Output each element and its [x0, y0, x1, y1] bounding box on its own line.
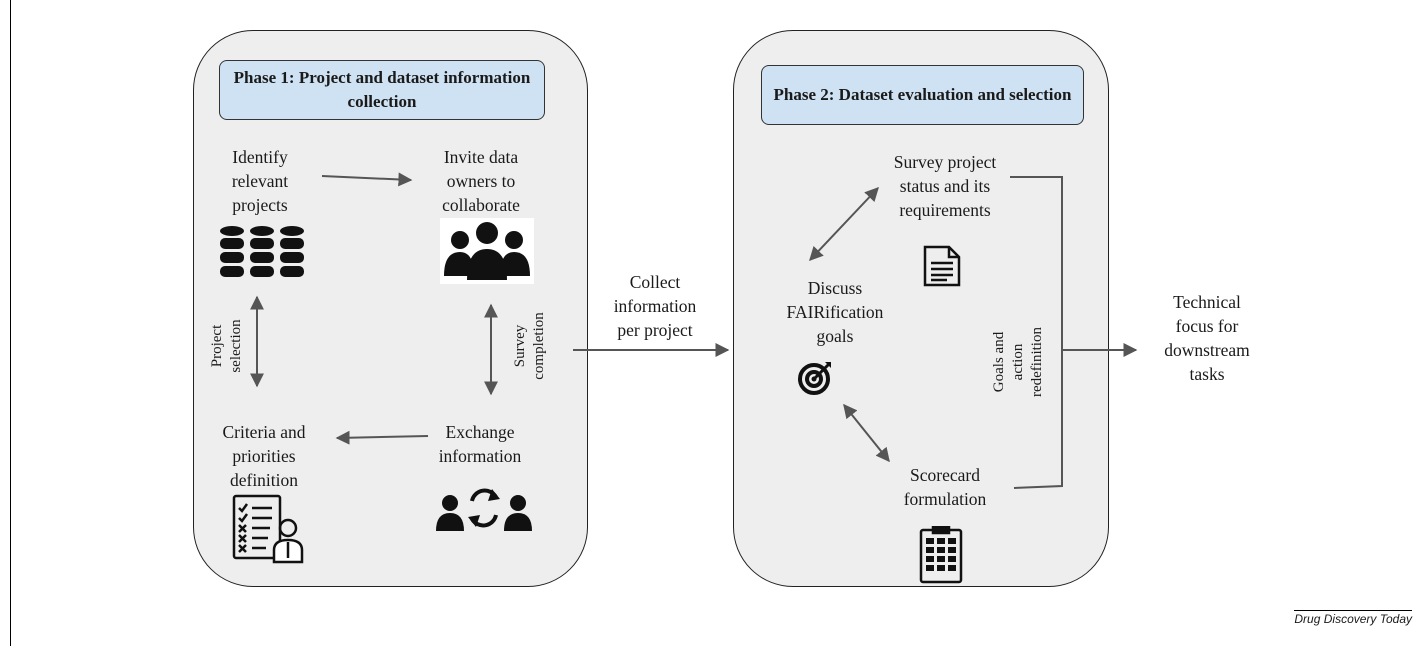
step-criteria-definition: Criteria and priorities definition [222, 422, 306, 490]
phase1-title-text: Phase 1: Project and dataset information… [233, 68, 531, 111]
scorecard-icon [919, 526, 963, 584]
journal-footer: Drug Discovery Today [1294, 610, 1412, 626]
target-icon [798, 362, 831, 395]
step-exchange-information: Exchange information [438, 422, 522, 466]
arrow-exchange-to-criteria [335, 430, 429, 445]
arrow-identify-to-invite [321, 172, 413, 187]
document-icon [923, 245, 961, 287]
collect-information-label: Collect information per project [613, 272, 697, 340]
phase2-title: Phase 2: Dataset evaluation and selectio… [761, 65, 1084, 125]
group-icon [440, 218, 534, 284]
checklist-person-icon [232, 494, 304, 564]
figure-frame [10, 0, 1420, 646]
exchange-icon [436, 488, 532, 531]
step-invite-owners: Invite data owners to collaborate [442, 147, 520, 215]
feedback-bracket [1010, 176, 1063, 489]
step-identify-projects: Identify relevant projects [231, 147, 289, 215]
technical-focus-label: Technical focus for downstream tasks [1164, 292, 1250, 384]
arrow-discuss-scorecard [843, 403, 890, 463]
step-scorecard: Scorecard formulation [903, 465, 987, 509]
database-icon [220, 226, 304, 277]
step-survey-project: Survey project status and its requiremen… [893, 152, 997, 220]
step-discuss-goals: Discuss FAIRification goals [786, 278, 884, 346]
phase2-title-text: Phase 2: Dataset evaluation and selectio… [773, 85, 1072, 104]
phase1-title: Phase 1: Project and dataset information… [219, 60, 545, 120]
arrow-survey-discuss [809, 186, 879, 262]
